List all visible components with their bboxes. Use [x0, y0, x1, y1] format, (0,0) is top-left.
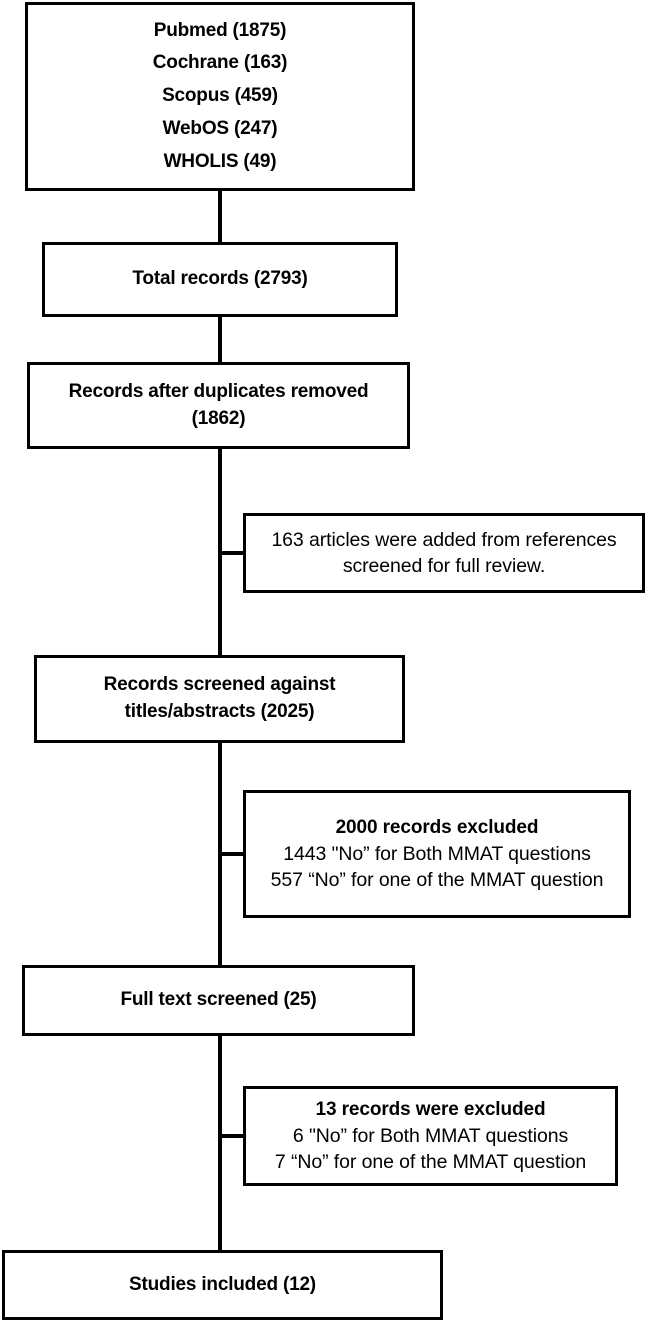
node-studies-included: Studies included (12) [2, 1250, 443, 1320]
node-records-screened: Records screened against titles/abstract… [34, 655, 405, 743]
node-total-records: Total records (2793) [42, 242, 398, 317]
references-added-line2: screened for full review. [342, 555, 546, 577]
node-excluded-2000: 2000 records excluded 1443 "No” for Both… [243, 790, 631, 918]
connector-sources-to-total [218, 188, 222, 245]
excluded-2000-header: 2000 records excluded [335, 817, 539, 839]
excluded-13-line1: 6 "No” for Both MMAT questions [292, 1124, 569, 1147]
screened-label-line1: Records screened against [103, 674, 336, 696]
dedup-label-line1: Records after duplicates removed [68, 380, 369, 402]
full-text-label: Full text screened (25) [120, 989, 317, 1011]
connector-stub-references-added [218, 551, 246, 555]
screened-label-line2: titles/abstracts (2025) [124, 701, 315, 722]
source-cochrane: Cochrane (163) [152, 52, 288, 74]
excluded-13-line2: 7 “No” for one of the MMAT question [274, 1150, 587, 1173]
source-scopus: Scopus (459) [162, 85, 278, 107]
references-added-line1: 163 articles were added from references [271, 528, 617, 551]
excluded-2000-line1: 1443 "No” for Both MMAT questions [283, 842, 591, 865]
node-full-text-screened: Full text screened (25) [22, 965, 415, 1036]
connector-total-to-dedup [218, 314, 222, 365]
node-references-added: 163 articles were added from references … [243, 513, 645, 593]
source-pubmed: Pubmed (1875) [153, 19, 287, 41]
connector-stub-excluded-2000 [218, 852, 246, 856]
node-records-after-duplicates: Records after duplicates removed (1862) [27, 362, 410, 449]
source-webos: WebOS (247) [162, 117, 278, 139]
studies-included-label: Studies included (12) [129, 1273, 316, 1295]
excluded-2000-line2: 557 “No” for one of the MMAT question [270, 868, 604, 891]
source-wholis: WHOLIS (49) [163, 150, 277, 172]
connector-stub-excluded-13 [218, 1134, 246, 1138]
node-database-sources: Pubmed (1875) Cochrane (163) Scopus (459… [25, 2, 415, 191]
dedup-label-line2: (1862) [191, 407, 246, 429]
excluded-13-header: 13 records were excluded [315, 1099, 546, 1121]
node-excluded-13: 13 records were excluded 6 "No” for Both… [243, 1086, 618, 1186]
total-records-label: Total records (2793) [132, 268, 308, 290]
connector-fulltext-to-included [218, 1033, 222, 1253]
